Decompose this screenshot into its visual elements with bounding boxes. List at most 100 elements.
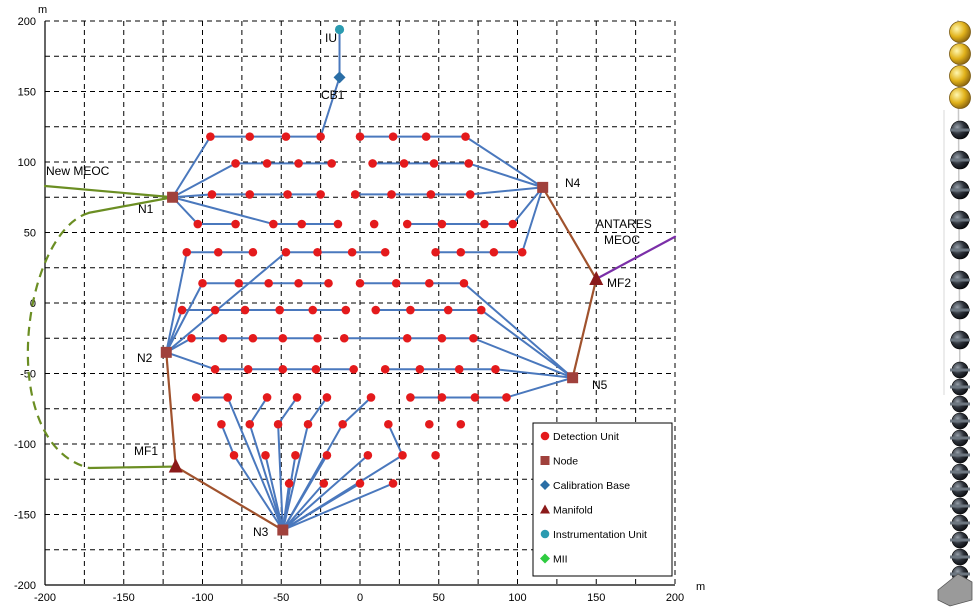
detection-unit <box>461 132 470 141</box>
detection-unit <box>437 393 447 402</box>
cable <box>165 309 184 354</box>
cable <box>281 482 395 532</box>
cable <box>462 282 574 379</box>
detection-unit <box>491 364 500 374</box>
x-tick-label: -100 <box>191 592 213 604</box>
detection-unit <box>324 278 333 288</box>
cable <box>464 135 544 189</box>
node-n3 <box>277 524 289 536</box>
y-tick-label: -100 <box>14 439 36 451</box>
x-axis-unit: m <box>696 581 705 593</box>
module-clamp <box>950 128 970 132</box>
x-tick-label: 100 <box>508 592 526 604</box>
cable <box>341 396 373 426</box>
y-tick-label: 200 <box>18 16 36 28</box>
infrastructure <box>160 24 604 536</box>
module-clamp <box>950 368 970 372</box>
y-tick-label: -200 <box>14 580 36 592</box>
detection-units <box>177 132 527 488</box>
detection-unit <box>294 159 303 168</box>
detection-unit <box>437 219 447 229</box>
module-clamp <box>950 504 970 508</box>
detection-unit <box>429 159 439 168</box>
module-clamp <box>950 436 970 440</box>
legend-swatch <box>540 504 550 514</box>
detection-unit <box>193 219 203 229</box>
detection-unit <box>476 305 486 315</box>
detection-unit <box>281 132 291 141</box>
module-clamp <box>950 419 970 423</box>
cable <box>264 454 284 532</box>
detection-unit <box>245 190 255 199</box>
detection-unit <box>517 247 527 257</box>
detection-unit <box>456 419 466 429</box>
detection-unit <box>177 305 187 315</box>
detection-unit <box>421 132 431 141</box>
module-clamp <box>950 248 970 252</box>
detection-unit <box>391 278 401 288</box>
detection-unit <box>371 305 381 315</box>
detection-unit <box>368 159 377 168</box>
detection-unit <box>380 247 390 257</box>
x-tick-label: 200 <box>666 592 684 604</box>
detection-unit <box>480 219 489 229</box>
detection-unit <box>399 159 409 168</box>
module-clamp <box>950 308 970 312</box>
cable <box>505 376 574 399</box>
legend-label: Instrumentation Unit <box>553 529 647 541</box>
detection-unit <box>366 393 376 402</box>
detection-unit <box>380 364 390 374</box>
detection-unit <box>470 393 480 402</box>
legend-swatch <box>540 456 550 465</box>
detection-unit <box>262 159 272 168</box>
detection-unit <box>355 132 365 141</box>
detection-unit <box>426 190 436 199</box>
detection-unit <box>210 305 220 315</box>
legend-label: Calibration Base <box>553 480 630 492</box>
detection-unit <box>243 364 253 374</box>
legend-swatch <box>540 431 550 441</box>
detection-unit <box>316 190 325 199</box>
detection-unit <box>322 450 332 460</box>
cable <box>171 193 213 199</box>
detection-unit <box>425 419 434 429</box>
y-tick-label: -150 <box>14 510 36 522</box>
cable-cb1 <box>319 76 341 138</box>
string-anchor <box>937 573 973 607</box>
module-clamp <box>950 572 970 576</box>
cable <box>387 423 404 457</box>
module-clamp <box>950 278 970 282</box>
manifold-mf2 <box>589 271 604 286</box>
detection-unit <box>292 393 302 402</box>
detection-unit <box>273 419 283 429</box>
detection-unit <box>313 247 322 257</box>
cable <box>511 186 544 226</box>
legend-swatch <box>540 480 550 490</box>
detection-unit <box>291 450 300 460</box>
legend-label: Manifold <box>553 505 593 517</box>
cable <box>165 251 188 354</box>
label-mf1: MF1 <box>134 444 158 458</box>
cable <box>171 135 212 199</box>
cable <box>165 282 204 354</box>
x-tick-label: 150 <box>587 592 605 604</box>
detection-unit <box>339 333 349 343</box>
module-clamp <box>950 470 970 474</box>
detection-unit <box>384 419 393 429</box>
new-meoc-link <box>43 184 174 199</box>
cable <box>281 482 325 532</box>
detection-unit <box>198 278 207 288</box>
cable <box>248 423 284 532</box>
manifold-link <box>541 186 598 281</box>
module-clamp <box>950 158 970 162</box>
detection-unit <box>338 419 347 429</box>
detection-unit <box>245 132 255 141</box>
label-n1: N1 <box>138 202 154 216</box>
detection-unit <box>469 333 478 343</box>
detection-unit <box>443 305 453 315</box>
detection-unit <box>350 190 360 199</box>
manifold-link <box>571 277 598 379</box>
